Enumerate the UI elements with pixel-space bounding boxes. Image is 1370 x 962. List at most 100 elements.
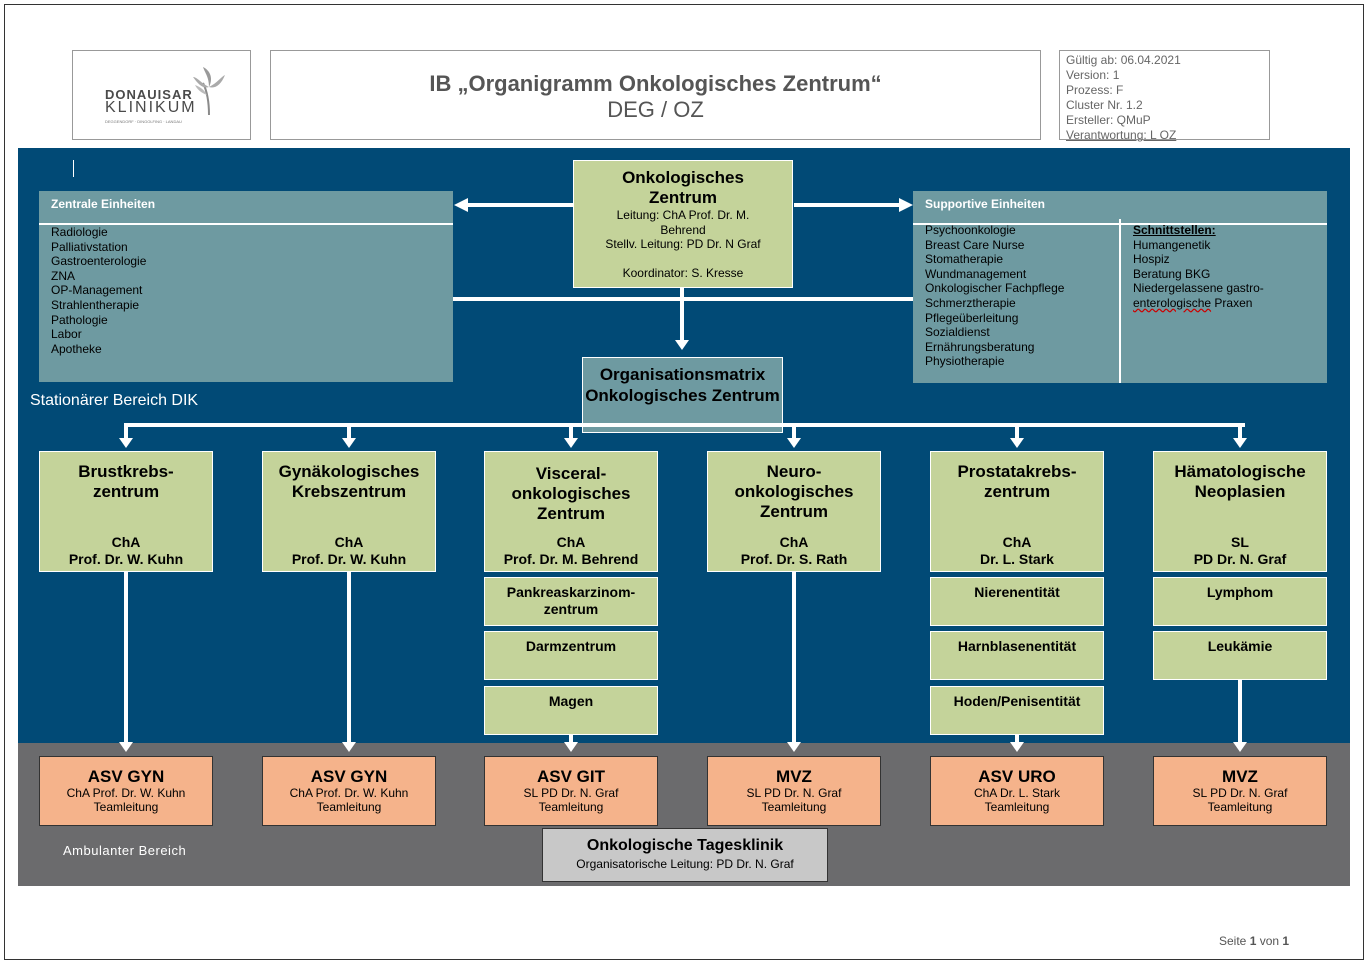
arrow-down-icon [342, 742, 356, 752]
arrow-down-icon [787, 742, 801, 752]
interfaces-heading: Schnittstellen: [1133, 223, 1216, 237]
meta-valid: Gültig ab: 06.04.2021 [1066, 53, 1181, 67]
footer-page: 1 [1249, 934, 1257, 948]
connector-drop [124, 423, 128, 440]
outpatient-lead: SL PD Dr. N. Graf [523, 786, 619, 800]
connector-drop [347, 423, 351, 440]
list-item: OP-Management [51, 283, 143, 298]
arrow-down-icon [675, 340, 689, 350]
list-item: Wundmanagement [925, 266, 1027, 281]
connector-center-right [794, 203, 900, 207]
center-role: ChA [556, 534, 586, 550]
list-item: Physiotherapie [925, 354, 1005, 369]
page-frame [4, 4, 1364, 960]
document-subtitle: DEG / OZ [607, 97, 704, 122]
connector-to-outpatient [124, 572, 128, 744]
outpatient-team: Teamleitung [538, 800, 604, 814]
inpatient-label: Stationärer Bereich DIK [30, 392, 199, 409]
arrow-down-icon [119, 742, 133, 752]
center-lead: Leitung: ChA Prof. Dr. M. Behrend [616, 208, 750, 237]
outpatient-team: Teamleitung [316, 800, 382, 814]
footer-prefix: Seite [1219, 934, 1250, 948]
outpatient-title: ASV GIT [536, 767, 605, 786]
sub-entity-label: Harnblasenentität [957, 638, 1077, 654]
arrow-down-icon [564, 438, 578, 448]
arrow-left-icon [454, 198, 468, 212]
connector-to-outpatient [1238, 680, 1242, 744]
outpatient-lead: SL PD Dr. N. Graf [1192, 786, 1288, 800]
center-name: Prostatakrebs-zentrum [957, 462, 1077, 501]
list-item: Humangenetik [1133, 237, 1211, 252]
center-name: Visceral-onkologisches Zentrum [511, 464, 631, 523]
connector-drop [1015, 423, 1019, 440]
sub-entity-box: Nierenentität [930, 577, 1104, 626]
arrow-down-icon [342, 438, 356, 448]
outpatient-team: Teamleitung [761, 800, 827, 814]
center-role: ChA [779, 534, 809, 550]
center-coordinator: Koordinator: S. Kresse [622, 265, 744, 280]
day-clinic-title: Onkologische Tagesklinik [586, 837, 784, 854]
list-item: Labor [51, 327, 82, 342]
center-head: Prof. Dr. W. Kuhn [68, 551, 184, 567]
title-box: IB „Organigramm Onkologisches Zentrum“ D… [270, 50, 1041, 140]
footer-mid: von [1256, 934, 1283, 948]
sub-entity-box: Darmzentrum [484, 631, 658, 680]
sub-entity-label: Magen [548, 693, 594, 709]
interfaces-last-rest: Praxen [1211, 295, 1253, 310]
center-name: Brustkrebs-zentrum [78, 462, 174, 501]
central-units-heading: Zentrale Einheiten [39, 191, 453, 225]
connector-drop [792, 423, 796, 440]
list-item: Gastroenterologie [51, 254, 147, 269]
center-name: Hämatologische Neoplasien [1174, 462, 1306, 501]
outpatient-team: Teamleitung [984, 800, 1050, 814]
sub-entity-label: Leukämie [1207, 638, 1273, 654]
sub-entity-label: Hoden/Penisentität [953, 693, 1081, 709]
outpatient-team: Teamleitung [93, 800, 159, 814]
oncology-center-box: Onkologisches Zentrum Leitung: ChA Prof.… [573, 160, 793, 288]
list-item: Stomatherapie [925, 252, 1004, 267]
list-item: Onkologischer Fachpflege [925, 281, 1065, 296]
meta-info: Gültig ab: 06.04.2021 Version: 1 Prozess… [1066, 53, 1181, 143]
center-role: SL [1231, 534, 1249, 550]
list-item: Ernährungsberatung [925, 339, 1035, 354]
center-role: ChA [111, 534, 141, 550]
center-name: Neuro-onkologisches Zentrum [734, 462, 854, 521]
center-head: Prof. Dr. S. Rath [740, 551, 848, 567]
logo-box: DONAUISAR KLINIKUM DEGGENDORF · DINGOLFI… [72, 50, 251, 140]
arrow-down-icon [1233, 742, 1247, 752]
distribution-bar [124, 423, 1245, 427]
connector-center-down [680, 287, 684, 341]
outpatient-lead: ChA Prof. Dr. W. Kuhn [66, 786, 186, 800]
sub-entity-label: Pankreaskarzinom-zentrum [506, 584, 636, 617]
connector-drop [1238, 423, 1242, 440]
center-role: ChA [334, 534, 364, 550]
meta-version: Version: 1 [1066, 68, 1120, 82]
arrow-down-icon [119, 438, 133, 448]
outpatient-lead: ChA Dr. L. Stark [973, 786, 1061, 800]
arrow-down-icon [564, 742, 578, 752]
logo-line1: DONAUISAR [105, 87, 193, 102]
list-item: Radiologie [51, 225, 108, 239]
day-clinic-box: Onkologische Tagesklinik Organisatorisch… [542, 828, 828, 882]
sub-entity-box: Hoden/Penisentität [930, 686, 1104, 735]
sub-entity-label: Lymphom [1206, 584, 1274, 600]
center-name: Gynäkologisches Krebszentrum [278, 462, 420, 501]
meta-cluster: Cluster Nr. 1.2 [1066, 98, 1143, 112]
sub-entity-label: Darmzentrum [525, 638, 617, 654]
footer-pages: 1 [1282, 934, 1290, 948]
connector-drop [569, 423, 573, 440]
logo-tagline: DEGGENDORF · DINGOLFING · LANDAU [105, 119, 182, 124]
interfaces-last-underlined: enterologische [1133, 295, 1212, 310]
center-deputy: Stellv. Leitung: PD Dr. N Graf [605, 237, 761, 251]
connector-center-left [467, 203, 573, 207]
center-head: PD Dr. N. Graf [1193, 551, 1287, 567]
